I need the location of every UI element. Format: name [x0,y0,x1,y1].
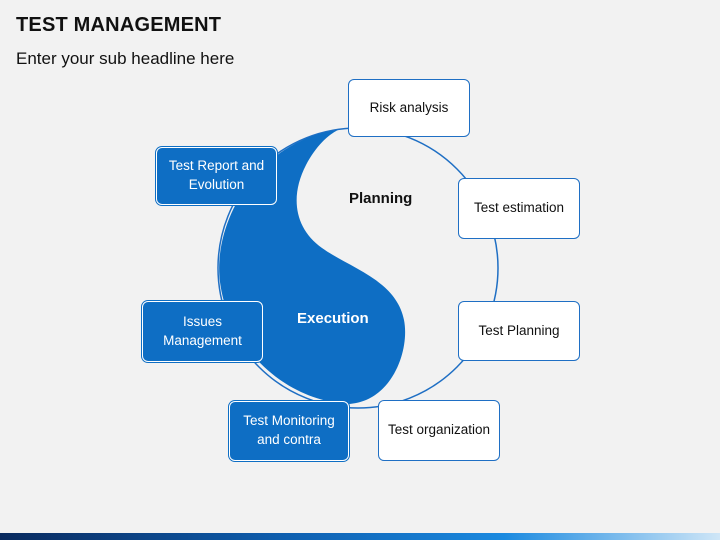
step-test-report: Test Report and Evolution [156,147,277,205]
step-test-estimation: Test estimation [458,178,580,239]
step-test-organization: Test organization [378,400,500,461]
page-title: TEST MANAGEMENT [16,14,222,36]
page-subtitle: Enter your sub headline here [16,49,235,68]
planning-label: Planning [349,190,413,207]
step-test-monitoring: Test Monitoring and contra [229,401,349,461]
step-issues-management: Issues Management [142,301,263,362]
footer-bar [0,533,720,540]
step-test-planning: Test Planning [458,301,580,361]
execution-label: Execution [297,310,369,327]
step-risk-analysis: Risk analysis [348,79,470,137]
